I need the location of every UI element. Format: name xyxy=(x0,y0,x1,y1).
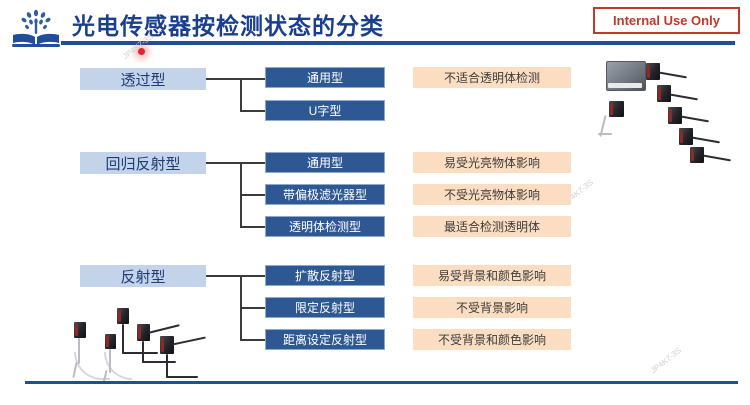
connector-line xyxy=(240,194,266,196)
category-note-box: 易受背景和颜色影响 xyxy=(413,265,571,286)
header-divider xyxy=(61,41,735,45)
book-tree-logo-icon xyxy=(10,4,62,48)
connector-line xyxy=(240,339,266,341)
category-child-box[interactable]: 限定反射型 xyxy=(265,297,385,318)
connector-line xyxy=(240,226,266,228)
photoelectric-sensor-group-photo xyxy=(62,300,262,385)
category-child-box[interactable]: 距离设定反射型 xyxy=(265,329,385,350)
category-note-box: 不受光亮物体影响 xyxy=(413,184,571,205)
connector-line xyxy=(206,275,266,277)
category-note-box: 不受背景和颜色影响 xyxy=(413,329,571,350)
category-child-box[interactable]: 扩散反射型 xyxy=(265,265,385,286)
category-parent-box[interactable]: 回归反射型 xyxy=(80,152,206,174)
category-child-box[interactable]: U字型 xyxy=(265,100,385,121)
page-title: 光电传感器按检测状态的分类 xyxy=(72,13,384,39)
category-note-box: 不适合透明体检测 xyxy=(413,67,571,88)
status-badge: Internal Use Only xyxy=(593,7,740,34)
connector-line xyxy=(206,162,266,164)
connector-line xyxy=(240,110,266,112)
footer-divider xyxy=(25,381,738,384)
laser-dot-artifact xyxy=(138,48,145,55)
category-note-box: 最适合检测透明体 xyxy=(413,216,571,237)
watermark-scribble: JP4K7-3S xyxy=(649,345,683,376)
category-parent-box[interactable]: 透过型 xyxy=(80,68,206,90)
category-note-box: 易受光亮物体影响 xyxy=(413,152,571,173)
category-note-box: 不受背景影响 xyxy=(413,297,571,318)
photoelectric-sensor-array-photo xyxy=(592,55,750,165)
connector-line xyxy=(206,78,266,80)
category-child-box[interactable]: 带偏极滤光器型 xyxy=(265,184,385,205)
category-parent-box[interactable]: 反射型 xyxy=(80,265,206,287)
category-child-box[interactable]: 透明体检测型 xyxy=(265,216,385,237)
category-child-box[interactable]: 通用型 xyxy=(265,67,385,88)
category-child-box[interactable]: 通用型 xyxy=(265,152,385,173)
connector-line xyxy=(240,78,242,112)
connector-line xyxy=(240,307,266,309)
